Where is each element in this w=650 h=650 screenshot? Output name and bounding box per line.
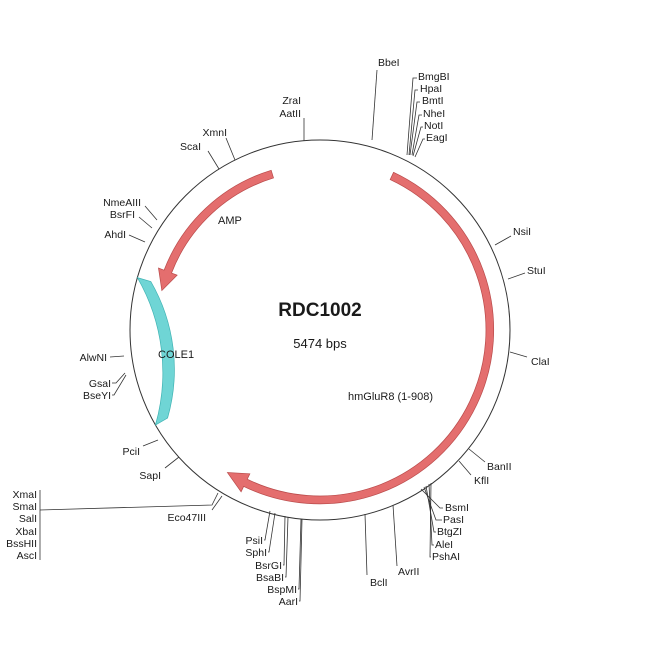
site-aari[interactable]: AarI [279, 596, 298, 608]
site-tick-pshai [429, 482, 432, 558]
site-tick-psii [264, 510, 271, 541]
site-tick-eco47iii [211, 495, 223, 511]
site-tick-eagi [414, 138, 425, 158]
site-tick-pcii [142, 439, 159, 447]
site-bsabi[interactable]: BsaBI [256, 572, 284, 584]
site-ahdi[interactable]: AhdI [104, 229, 126, 241]
amp-feature-arrow[interactable] [158, 169, 274, 292]
cole1-feature-block[interactable] [136, 277, 175, 426]
site-tick-bsrgi [283, 515, 286, 566]
site-bseyi[interactable]: BseYI [83, 390, 111, 402]
site-bsmi[interactable]: BsmI [445, 502, 469, 514]
site-eco47iii[interactable]: Eco47III [167, 512, 206, 524]
site-clai[interactable]: ClaI [531, 356, 550, 368]
site-sapi[interactable]: SapI [139, 470, 161, 482]
site-aatii[interactable]: AatII [279, 108, 301, 120]
site-tick-ahdi [128, 234, 146, 243]
site-nsii[interactable]: NsiI [513, 226, 531, 238]
site-tick-nsii [494, 235, 512, 246]
plasmid-name: RDC1002 [278, 300, 361, 321]
site-tick-sphi [268, 512, 276, 553]
site-tick-noti [412, 126, 423, 157]
site-avrii[interactable]: AvrII [398, 566, 419, 578]
site-tick-nhei [411, 114, 422, 156]
plasmid-size: 5474 bps [293, 336, 347, 351]
site-smai[interactable]: SmaI [12, 501, 37, 513]
site-tick-scai [207, 150, 220, 170]
feature-label-cole1: COLE1 [158, 349, 194, 361]
site-noti[interactable]: NotI [424, 120, 443, 132]
site-tick-clai [509, 351, 528, 358]
site-tick-gsai [112, 372, 126, 384]
site-nhei[interactable]: NheI [423, 108, 445, 120]
site-tick-bbei [371, 69, 378, 141]
site-asci[interactable]: AscI [17, 550, 37, 562]
plasmid-backbone [129, 139, 511, 521]
site-bcli[interactable]: BclI [370, 577, 388, 589]
site-pcii[interactable]: PciI [122, 446, 140, 458]
site-bsrfi[interactable]: BsrFI [110, 209, 135, 221]
site-tick-alwni [109, 355, 125, 358]
site-xmni[interactable]: XmnI [202, 127, 227, 139]
site-xmai[interactable]: XmaI [12, 489, 37, 501]
site-bbei[interactable]: BbeI [378, 57, 400, 69]
site-bmgbi[interactable]: BmgBI [418, 71, 450, 83]
site-tick-banii [468, 448, 486, 463]
site-kfli[interactable]: KflI [474, 475, 489, 487]
hmglur8-feature-arrow[interactable] [226, 171, 495, 505]
site-tick-stui [507, 272, 526, 280]
site-alei[interactable]: AleI [435, 539, 453, 551]
site-tick-hpai [408, 89, 418, 156]
site-tick-nmeaiii [144, 205, 158, 221]
site-eagi[interactable]: EagI [426, 132, 448, 144]
site-hpai[interactable]: HpaI [420, 83, 442, 95]
feature-label-amp: AMP [218, 215, 242, 227]
site-pasi[interactable]: PasI [443, 514, 464, 526]
site-tick-kfli [458, 460, 472, 476]
site-tick-bsrfi [138, 216, 153, 229]
site-tick-sapi [164, 456, 180, 469]
site-pshai[interactable]: PshAI [432, 551, 460, 563]
feature-label-hmglur8: hmGluR8 (1-908) [348, 391, 433, 403]
site-tick-alei [428, 483, 434, 546]
site-tick-btgzi [425, 485, 436, 533]
site-bsrgi[interactable]: BsrGI [255, 560, 282, 572]
site-tick-bsmi [420, 488, 443, 509]
site-tick-bcli [364, 513, 368, 576]
site-tick-bsabi [285, 516, 289, 578]
site-xbai[interactable]: XbaI [15, 526, 37, 538]
site-btgzi[interactable]: BtgZI [437, 526, 462, 538]
site-bmti[interactable]: BmtI [422, 95, 444, 107]
site-psii[interactable]: PsiI [245, 535, 263, 547]
site-tick-bmgbi [406, 77, 417, 156]
site-tick-bseyi [112, 374, 127, 396]
site-scai[interactable]: ScaI [180, 141, 201, 153]
site-tick-mcs-bus [39, 492, 219, 511]
site-alwni[interactable]: AlwNI [80, 352, 107, 364]
site-tick-bspmi [298, 518, 302, 590]
site-tick-avrii [392, 504, 398, 567]
site-gsai[interactable]: GsaI [89, 378, 111, 390]
site-tick-aari [299, 518, 303, 602]
site-nmeaiii[interactable]: NmeAIII [103, 197, 141, 209]
site-bsshii[interactable]: BssHII [6, 538, 37, 550]
site-tick-xmni [225, 137, 236, 161]
site-banii[interactable]: BanII [487, 461, 512, 473]
site-sali[interactable]: SalI [19, 513, 37, 525]
site-tick-bmti [409, 101, 420, 156]
site-stui[interactable]: StuI [527, 265, 546, 277]
site-sphi[interactable]: SphI [245, 547, 267, 559]
site-bspmi[interactable]: BspMI [267, 584, 297, 596]
site-zrai[interactable]: ZraI [282, 95, 301, 107]
